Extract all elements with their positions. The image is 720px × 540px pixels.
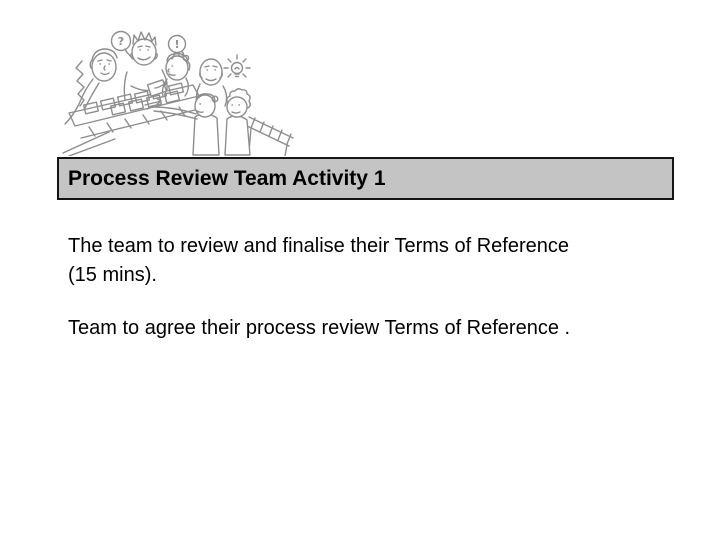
paragraph-line: Team to agree their process review Terms…: [68, 317, 571, 339]
slide-body: The team to review and finalise their Te…: [68, 232, 708, 343]
person-pointing-woman: [146, 93, 220, 156]
team-meeting-clipart-svg: ? !: [62, 30, 294, 156]
exclamation-glyph: !: [174, 38, 179, 51]
person-curly-woman-left: [64, 48, 118, 125]
table-front-edge: [62, 106, 204, 156]
person-bald-man: [195, 58, 228, 107]
chair: [244, 116, 294, 156]
person-curly-right: [224, 88, 251, 156]
paragraph-terms-review: The team to review and finalise their Te…: [68, 232, 708, 290]
paragraph-line: The team to review and finalise their Te…: [68, 235, 569, 257]
question-glyph: ?: [118, 35, 124, 48]
paragraph-terms-agree: Team to agree their process review Terms…: [68, 314, 708, 343]
paragraph-line: (15 mins).: [68, 264, 157, 286]
slide-title: Process Review Team Activity 1: [68, 166, 386, 190]
person-spiky-man: [123, 31, 168, 101]
slide-title-bar: Process Review Team Activity 1: [57, 157, 674, 200]
person-exclaiming-woman: [154, 50, 191, 97]
flow-arrow: [144, 97, 162, 106]
meeting-table: [62, 82, 204, 156]
question-bubble-icon: ?: [110, 30, 134, 59]
light-bulb-icon: [223, 54, 251, 78]
team-meeting-illustration: ? !: [55, 4, 295, 156]
exclamation-bubble-icon: !: [167, 34, 187, 60]
